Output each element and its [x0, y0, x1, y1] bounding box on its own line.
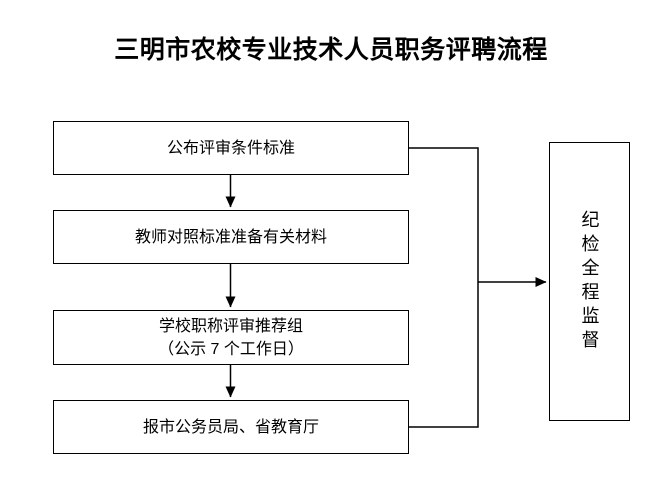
page-title: 三明市农校专业技术人员职务评聘流程 [114, 36, 548, 64]
node-label: 纪检全程监督 [579, 209, 600, 354]
flow-node-discipline-supervision: 纪检全程监督 [549, 142, 630, 421]
node-label: 公布评审条件标准 [166, 139, 295, 157]
flow-node-prepare-materials: 教师对照标准准备有关材料 [53, 210, 409, 264]
rail-node1-node4-right [408, 147, 479, 428]
node-label: 学校职称评审推荐组 [158, 317, 303, 335]
node-label: 教师对照标准准备有关材料 [134, 228, 327, 246]
flow-node-publish-standards: 公布评审条件标准 [53, 121, 409, 175]
flow-node-report-bureaus: 报市公务员局、省教育厅 [53, 400, 409, 454]
node-sublabel: （公示 7 个工作日） [158, 340, 304, 358]
flow-node-school-review-group: 学校职称评审推荐组 （公示 7 个工作日） [53, 310, 409, 365]
node-label: 报市公务员局、省教育厅 [142, 418, 319, 436]
